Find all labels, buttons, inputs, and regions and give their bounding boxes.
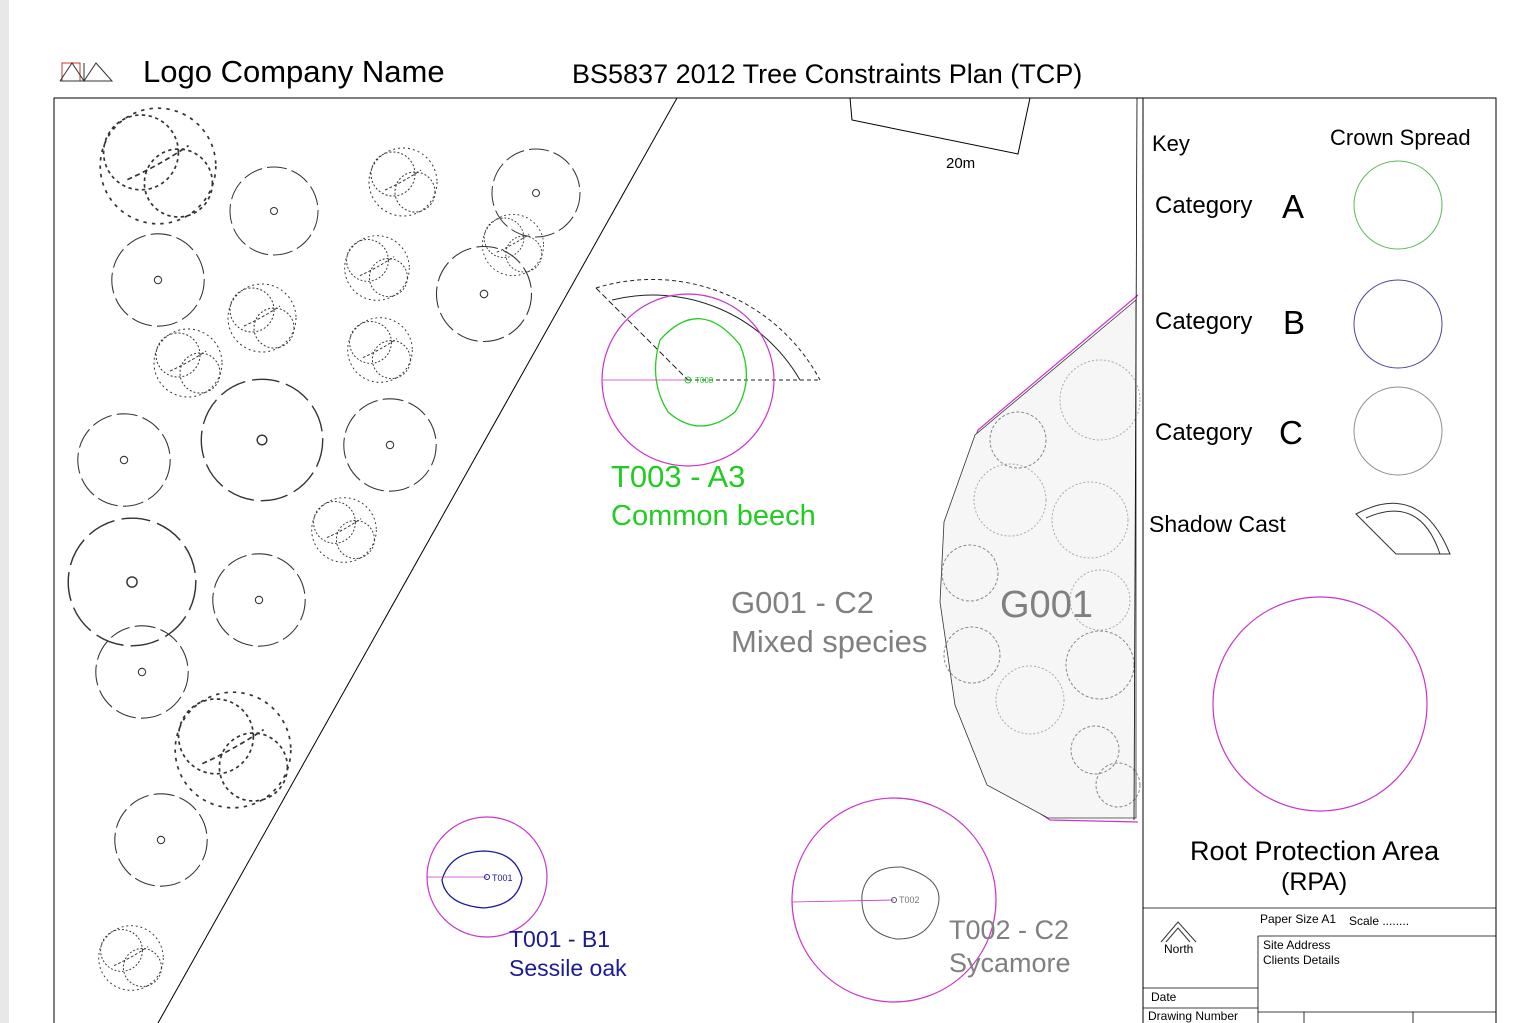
paper-size-field: Paper Size A1: [1260, 912, 1337, 926]
tree-t002-label: T002 - C2: [949, 915, 1070, 945]
drawing-frame: [53, 97, 1497, 1023]
title-block: [1143, 907, 1496, 1023]
tree-t002-symbol: T002: [791, 797, 997, 1003]
rpa-swatch: [1212, 596, 1428, 812]
tree-outline-symbols: [67, 148, 581, 887]
tree-t002-species: Sycamore: [949, 948, 1071, 978]
group-g001-id: G001: [1000, 584, 1093, 626]
svg-text:T001: T001: [492, 873, 513, 883]
category-a-swatch: [1353, 160, 1443, 250]
scale-bar-outline: [849, 97, 1031, 155]
window-edge: [0, 0, 9, 1023]
category-b-word: Category: [1155, 308, 1253, 335]
category-b-swatch: [1353, 279, 1443, 369]
category-c-swatch: [1353, 386, 1443, 476]
north-arrow-icon: [1160, 921, 1197, 943]
scale-field: Scale ........: [1349, 914, 1410, 928]
tree-scribble-symbols: [98, 107, 545, 991]
group-g001-symbol: [939, 294, 1141, 823]
category-c-letter: C: [1279, 414, 1303, 451]
group-g001-label: G001 - C2: [731, 585, 875, 620]
tree-t001-symbol: T001: [426, 816, 548, 938]
tree-t001-species: Sessile oak: [509, 955, 627, 981]
shadow-cast-swatch: [1355, 502, 1451, 555]
tree-t001-label: T001 - B1: [509, 926, 610, 952]
svg-text:T002: T002: [899, 895, 920, 905]
svg-text:T003: T003: [695, 376, 714, 385]
date-field: Date: [1151, 990, 1177, 1004]
rpa-label-line2: (RPA): [1281, 868, 1348, 896]
category-a-word: Category: [1155, 192, 1253, 219]
shadow-cast-label: Shadow Cast: [1149, 511, 1286, 537]
tree-t003-label: T003 - A3: [611, 459, 746, 494]
crown-spread-heading: Crown Spread: [1330, 125, 1471, 150]
scale-bar-label: 20m: [946, 155, 976, 172]
category-b-letter: B: [1283, 304, 1306, 341]
clients-details-field: Clients Details: [1263, 953, 1340, 967]
north-label: North: [1164, 942, 1194, 956]
tree-t003-species: Common beech: [611, 500, 816, 532]
rpa-label-line1: Root Protection Area: [1190, 836, 1440, 866]
site-boundary-line: [157, 97, 678, 1023]
drawing-number-field: Drawing Number: [1148, 1009, 1239, 1023]
company-logo-icon: [59, 62, 114, 82]
site-address-field: Site Address: [1263, 938, 1331, 952]
category-c-word: Category: [1155, 419, 1253, 446]
category-a-letter: A: [1282, 188, 1305, 225]
group-g001-species: Mixed species: [731, 624, 928, 659]
company-name: Logo Company Name: [143, 54, 445, 89]
drawing-title: BS5837 2012 Tree Constraints Plan (TCP): [572, 59, 1083, 89]
tree-t003-symbol: T003: [595, 278, 821, 467]
key-title: Key: [1152, 131, 1190, 156]
